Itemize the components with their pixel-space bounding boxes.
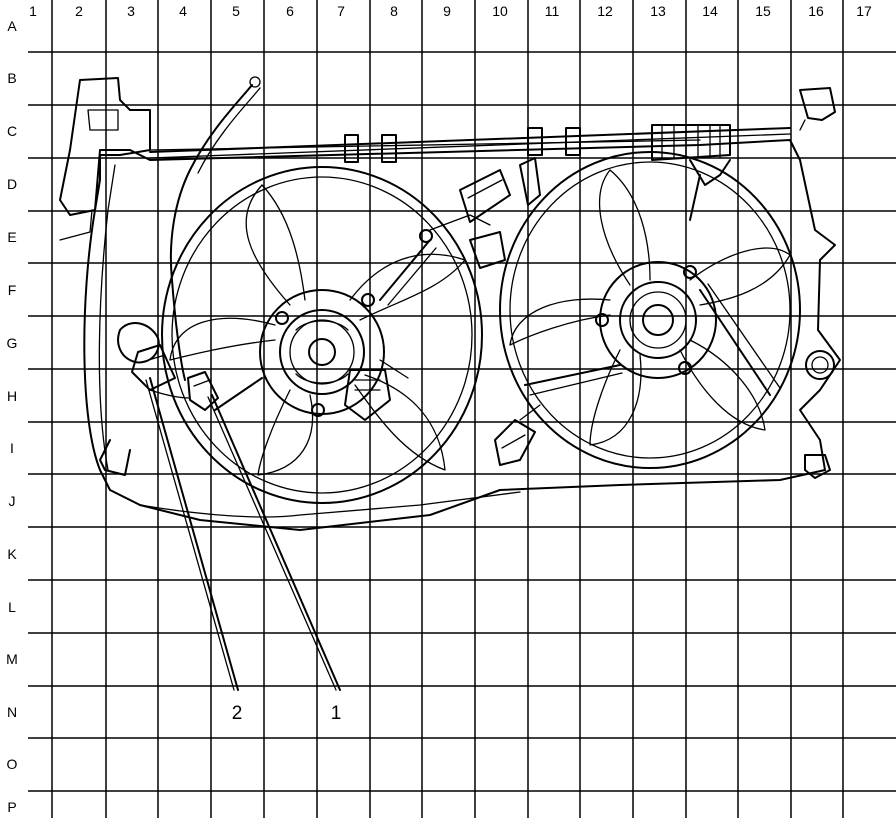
grid-column-label: 7 [337, 3, 345, 19]
grid-row-label: M [6, 651, 18, 667]
callout-2: 2 [145, 377, 243, 724]
fan-shroud [59, 76, 841, 531]
grid-column-label: 16 [808, 3, 824, 19]
grid-row-label: E [7, 229, 16, 245]
grid-column-label: 17 [856, 3, 872, 19]
callout-1: 1 [207, 394, 342, 724]
center-harness [429, 157, 541, 466]
grid-column-label: 4 [179, 3, 187, 19]
right-fan [499, 151, 801, 469]
grid-column-label: 3 [127, 3, 135, 19]
grid-column-label: 10 [492, 3, 508, 19]
grid-row-label: P [7, 799, 16, 815]
grid-column-label: 5 [232, 3, 240, 19]
grid-row-label: O [7, 756, 18, 772]
grid-row-label: G [7, 335, 18, 351]
grid-column-label: 9 [443, 3, 451, 19]
grid-row-label: H [7, 388, 17, 404]
reference-grid [28, 0, 896, 818]
grid-column-label: 15 [755, 3, 771, 19]
grid-row-label: I [10, 440, 14, 456]
grid-row-label: F [8, 282, 17, 298]
grid-row-label: L [8, 599, 16, 615]
grid-column-label: 11 [545, 3, 560, 19]
left-fan [161, 166, 483, 504]
grid-column-label: 1 [29, 3, 37, 19]
grid-row-label: K [7, 546, 17, 562]
callout-2-leader [149, 377, 239, 691]
grid-column-label: 12 [597, 3, 613, 19]
grid-column-label: 14 [702, 3, 718, 19]
grid-row-label: J [9, 493, 16, 509]
grid-column-label: 6 [286, 3, 294, 19]
callout-2-label: 2 [232, 703, 243, 724]
grid-column-label: 2 [75, 3, 83, 19]
grid-row-label: D [7, 176, 17, 192]
grid-row-labels: A B C D E F G H I J K L M N O P [6, 18, 18, 815]
grid-row-label: A [7, 18, 17, 34]
callout-1-leader [211, 394, 341, 691]
grid-row-label: B [7, 70, 16, 86]
callout-1-label: 1 [331, 703, 342, 724]
grid-column-label: 13 [650, 3, 666, 19]
grid-row-label: N [7, 704, 17, 720]
grid-column-label: 8 [390, 3, 398, 19]
grid-row-label: C [7, 123, 17, 139]
